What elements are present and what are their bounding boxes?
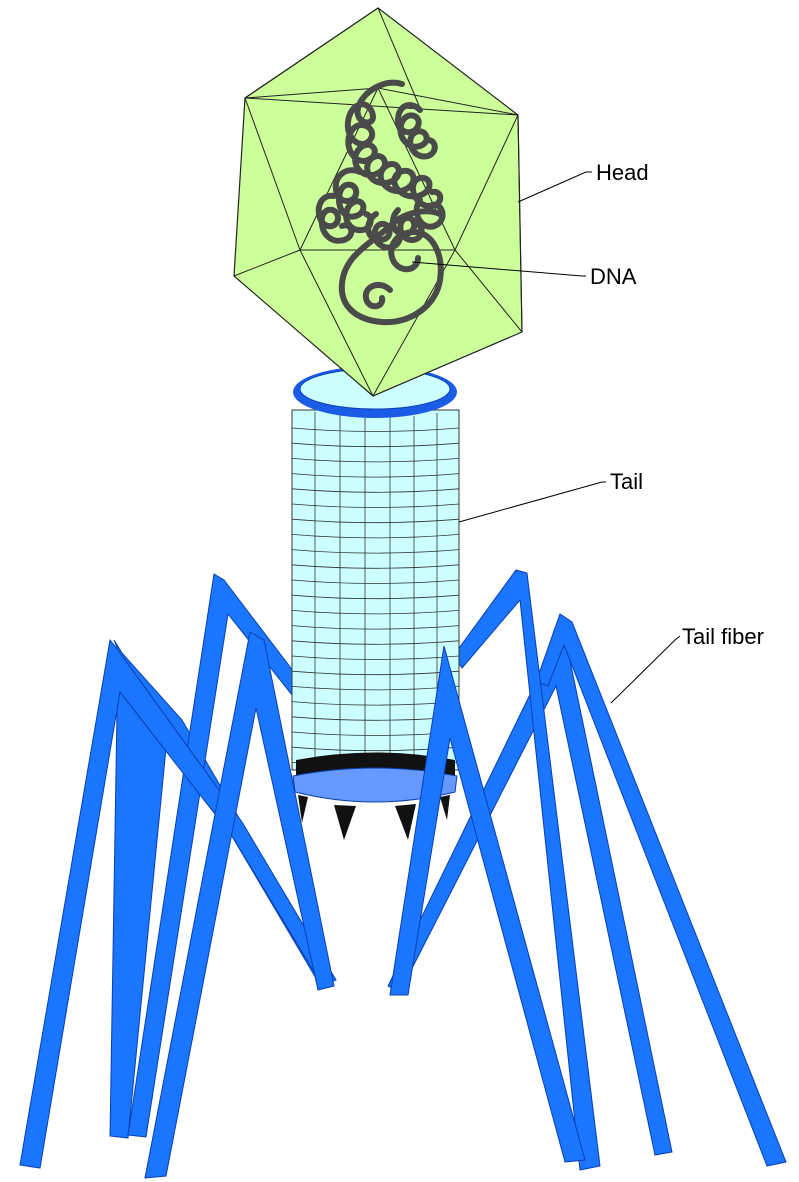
- label-tail-fiber: Tail fiber: [682, 624, 764, 649]
- head-capsid: [234, 8, 522, 396]
- head-leader-line: [518, 172, 592, 202]
- baseplate-spike: [395, 804, 416, 840]
- label-head: Head: [596, 160, 649, 185]
- label-dna: DNA: [590, 264, 637, 289]
- labels: Head DNA Tail Tail fiber: [590, 160, 764, 649]
- tail-fiber-leader-line: [611, 636, 680, 703]
- tail-leader-line: [459, 482, 606, 522]
- label-tail: Tail: [610, 469, 643, 494]
- baseplate-spike: [440, 795, 450, 820]
- head: [234, 8, 522, 396]
- baseplate-spike: [334, 805, 356, 840]
